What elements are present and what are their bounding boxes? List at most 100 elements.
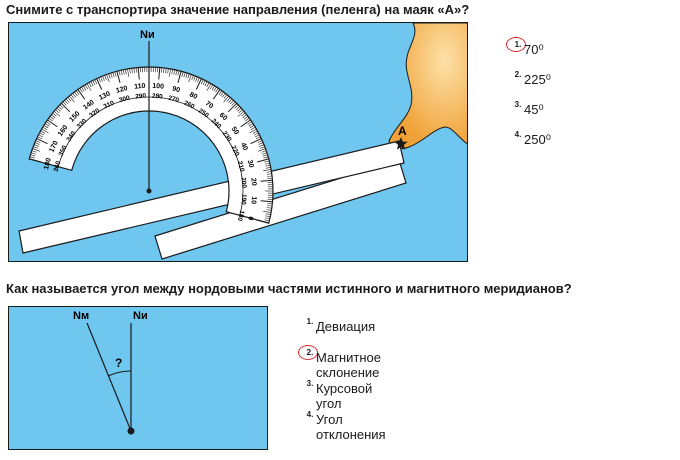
protractor-tick bbox=[255, 136, 261, 140]
protractor-tick bbox=[175, 70, 178, 76]
protractor-tick bbox=[197, 77, 200, 83]
option-text: Девиация bbox=[316, 319, 376, 334]
protractor-label: 50 bbox=[230, 126, 240, 136]
protractor-tick bbox=[257, 140, 263, 143]
protractor-label: 350 bbox=[58, 144, 69, 157]
true-label: Nи bbox=[133, 310, 148, 322]
protractor-label: 280 bbox=[152, 93, 164, 101]
protractor-tick bbox=[195, 78, 202, 90]
selected-circle-icon bbox=[506, 37, 526, 52]
protractor-tick bbox=[266, 207, 272, 209]
protractor-tick bbox=[267, 205, 273, 207]
protractor-label: 300 bbox=[118, 95, 131, 105]
meridian-svg: Nм Nи ? bbox=[73, 310, 148, 435]
protractor-label: 60 bbox=[218, 112, 229, 123]
protractor-tick bbox=[202, 80, 206, 86]
protractor-tick bbox=[257, 219, 269, 224]
option-text: Курсовой угол bbox=[316, 381, 373, 411]
protractor-tick bbox=[259, 144, 265, 147]
protractor-tick bbox=[49, 116, 55, 120]
protractor-tick bbox=[204, 81, 208, 87]
option-text: Угол отклонения bbox=[316, 412, 386, 442]
protractor-tick bbox=[252, 130, 258, 134]
protractor-label: 120 bbox=[115, 85, 128, 95]
protractor-tick bbox=[259, 146, 265, 149]
protractor-tick bbox=[237, 107, 242, 112]
protractor-tick bbox=[257, 158, 269, 163]
protractor-tick bbox=[177, 70, 180, 76]
protractor-tick bbox=[110, 72, 113, 78]
protractor-tick bbox=[42, 126, 48, 130]
protractor-tick bbox=[206, 83, 212, 91]
question-2-title: Как называется угол между нордовыми част… bbox=[6, 281, 572, 296]
protractor-tick bbox=[267, 177, 273, 179]
protractor-tick bbox=[77, 89, 86, 100]
protractor-svg: 0180101902020030210402205023060240702508… bbox=[18, 23, 467, 260]
protractor-tick bbox=[165, 68, 167, 74]
option-number: 1. bbox=[306, 317, 314, 326]
protractor-tick bbox=[263, 156, 269, 159]
protractor-label: 310 bbox=[103, 99, 116, 110]
protractor-label: 270 bbox=[167, 95, 180, 105]
option-number: 1. bbox=[514, 40, 522, 49]
option-text: Магнитное склонение bbox=[316, 350, 381, 380]
protractor-tick bbox=[262, 152, 268, 155]
land-shape bbox=[388, 23, 467, 150]
option-text: 225⁰ bbox=[524, 72, 551, 87]
protractor-tick bbox=[53, 111, 61, 117]
protractor-tick bbox=[48, 117, 53, 122]
protractor-label: 360 bbox=[53, 160, 63, 173]
protractor-tick bbox=[137, 67, 140, 80]
protractor-label: 20 bbox=[249, 178, 257, 186]
protractor-tick bbox=[56, 107, 61, 112]
protractor-label: 0 bbox=[246, 215, 254, 221]
protractor-label: 200 bbox=[239, 177, 247, 189]
protractor-tick bbox=[243, 116, 249, 120]
protractor-tick bbox=[40, 130, 46, 134]
protractor-tick bbox=[129, 68, 131, 74]
ruler-upper bbox=[18, 140, 405, 254]
protractor-tick bbox=[55, 109, 60, 114]
protractor-tick bbox=[36, 138, 48, 145]
option-text: 45⁰ bbox=[524, 102, 544, 117]
protractor-tick bbox=[265, 167, 271, 169]
protractor-tick bbox=[102, 75, 105, 81]
option-number: 2. bbox=[306, 348, 314, 357]
protractor-tick bbox=[265, 164, 271, 167]
protractor-tick bbox=[96, 78, 103, 90]
protractor-tick bbox=[241, 112, 246, 117]
protractor-tick bbox=[29, 158, 41, 163]
protractor-tick bbox=[70, 94, 75, 99]
protractor-tick bbox=[47, 119, 58, 128]
protractor-tick bbox=[35, 140, 41, 143]
protractor-tick bbox=[235, 106, 240, 111]
protractor-tick bbox=[258, 142, 264, 145]
protractor-label: 190 bbox=[239, 194, 247, 206]
protractor-scale-arc bbox=[57, 96, 244, 216]
protractor-tick bbox=[135, 67, 137, 73]
protractor-tick bbox=[223, 95, 229, 103]
protractor-tick bbox=[238, 109, 243, 114]
protractor-tick bbox=[264, 160, 270, 163]
protractor-tick bbox=[227, 102, 238, 113]
protractor-label: 290 bbox=[135, 93, 147, 101]
protractor-label: 30 bbox=[246, 159, 255, 168]
protractor-tick bbox=[211, 85, 215, 91]
protractor-tick bbox=[127, 68, 130, 77]
protractor-tick bbox=[266, 209, 272, 211]
protractor-tick bbox=[125, 69, 127, 75]
lighthouse-star-icon bbox=[394, 137, 408, 150]
protractor-tick bbox=[249, 125, 255, 129]
protractor-tick bbox=[177, 71, 182, 83]
protractor-tick bbox=[86, 83, 92, 91]
protractor-tick bbox=[161, 67, 163, 73]
option-text: 70⁰ bbox=[524, 42, 544, 57]
protractor-tick bbox=[100, 76, 103, 82]
protractor-tick bbox=[133, 67, 135, 73]
question-1-title: Снимите с транспортира значение направле… bbox=[6, 2, 470, 17]
protractor-tick bbox=[173, 69, 176, 75]
protractor-tick bbox=[212, 89, 221, 100]
protractor-tick bbox=[46, 121, 51, 125]
protractor-tick bbox=[187, 73, 190, 79]
protractor-tick bbox=[79, 88, 83, 93]
